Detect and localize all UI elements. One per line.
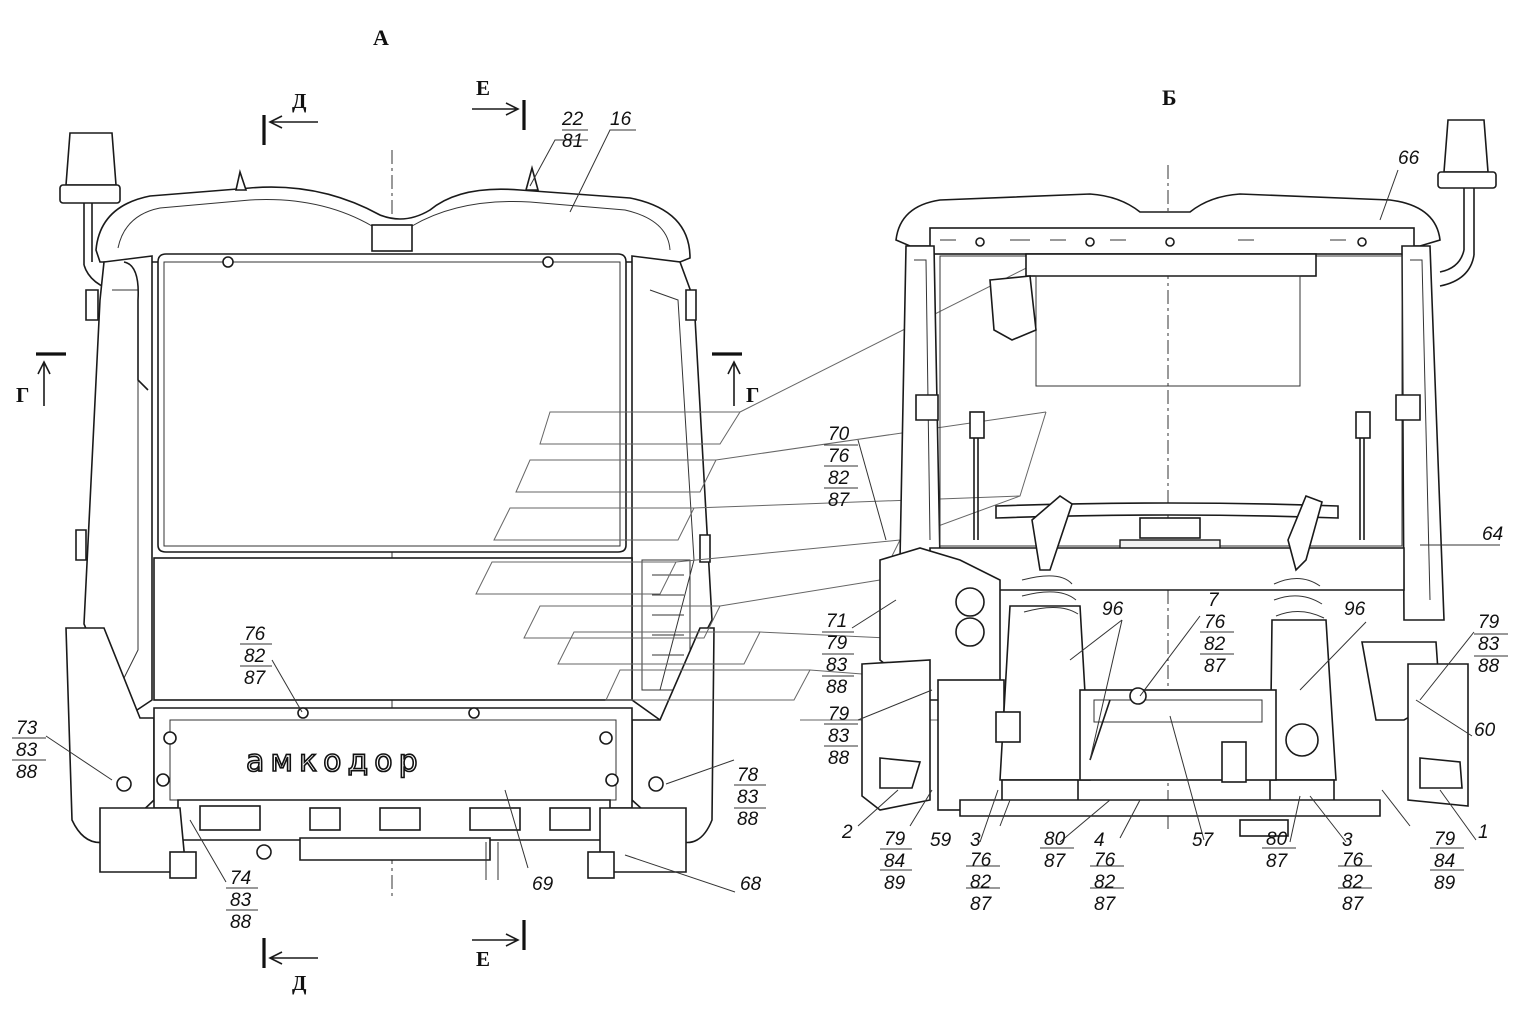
label-82-b3: 82 <box>970 872 992 893</box>
leaders-b <box>822 169 1508 889</box>
label-4: 4 <box>1094 830 1105 851</box>
beacon-light-left <box>59 132 121 293</box>
label-76-b5: 76 <box>1342 850 1364 871</box>
label-3-right: 3 <box>1342 830 1353 851</box>
label-83-a3: 83 <box>230 890 252 911</box>
label-80-left: 80 <box>1044 829 1066 850</box>
label-87-b4: 87 <box>1044 851 1067 872</box>
label-87-b3: 87 <box>970 894 993 915</box>
label-83-b1: 83 <box>826 655 848 676</box>
section-g-left: Г <box>16 383 29 407</box>
label-73: 73 <box>16 718 38 739</box>
label-88-b1: 88 <box>826 677 848 698</box>
section-d-top: Д <box>292 89 307 113</box>
labels-a: 22 81 16 76 82 87 73 83 88 78 83 88 74 8… <box>16 109 762 933</box>
label-81: 81 <box>562 131 583 152</box>
label-88-a3: 88 <box>230 912 252 933</box>
label-82-b4: 82 <box>1094 872 1116 893</box>
label-78: 78 <box>737 765 759 786</box>
labels-b: 66 70 76 82 87 64 71 79 83 88 79 83 88 9… <box>826 148 1503 915</box>
leaders-a <box>12 129 766 911</box>
windscreen-upper <box>157 253 627 553</box>
label-22: 22 <box>561 109 584 130</box>
section-e-bottom: Е <box>476 947 490 971</box>
label-88-b2: 88 <box>828 748 850 769</box>
right-joystick <box>1287 494 1323 572</box>
label-88-a2: 88 <box>737 809 759 830</box>
rear-panel-64 <box>929 547 1405 591</box>
label-89-b1: 89 <box>884 873 906 894</box>
view-b-cab-rear <box>861 119 1497 837</box>
label-82-b2: 82 <box>1204 634 1226 655</box>
label-79-b1: 79 <box>826 633 848 654</box>
view-a-title: А <box>373 25 389 50</box>
label-3-left: 3 <box>970 830 981 851</box>
label-74: 74 <box>230 868 251 889</box>
label-66: 66 <box>1398 148 1420 169</box>
label-87-b2: 87 <box>1204 656 1227 677</box>
label-69: 69 <box>532 874 554 895</box>
section-markers-a: Д Е Д Е Г Г <box>16 76 759 995</box>
label-76-b4: 76 <box>1094 850 1116 871</box>
label-83-a1: 83 <box>16 740 38 761</box>
label-88-b3: 88 <box>1478 656 1500 677</box>
label-76-a: 76 <box>244 624 266 645</box>
label-76-b1: 76 <box>828 446 850 467</box>
label-79-b3: 79 <box>1478 612 1500 633</box>
label-83-a2: 83 <box>737 787 759 808</box>
label-7: 7 <box>1208 590 1220 611</box>
label-1: 1 <box>1478 822 1489 843</box>
view-a-cab-front: амкодор <box>59 132 715 900</box>
beacon-light-right <box>1437 119 1497 287</box>
label-87-a: 87 <box>244 668 267 689</box>
label-89-b2: 89 <box>1434 873 1456 894</box>
label-96-right: 96 <box>1344 599 1366 620</box>
label-2: 2 <box>841 822 853 843</box>
label-68: 68 <box>740 874 762 895</box>
mirror-bracket <box>989 275 1037 341</box>
label-87-b1: 87 <box>828 490 851 511</box>
label-16: 16 <box>610 109 632 130</box>
windscreen-lower <box>153 557 633 701</box>
label-82-b5: 82 <box>1342 872 1364 893</box>
label-83-b2: 83 <box>828 726 850 747</box>
label-70: 70 <box>828 424 850 445</box>
label-79-b5: 79 <box>1434 829 1456 850</box>
label-82-a: 82 <box>244 646 266 667</box>
label-60: 60 <box>1474 720 1496 741</box>
label-59: 59 <box>930 830 952 851</box>
section-e-top: Е <box>476 76 490 100</box>
label-84-b2: 84 <box>1434 851 1455 872</box>
label-79-b4: 79 <box>884 829 906 850</box>
label-80-right: 80 <box>1266 829 1288 850</box>
label-82-b1: 82 <box>828 468 850 489</box>
right-rear-post <box>1401 245 1445 621</box>
label-87-b7: 87 <box>1342 894 1365 915</box>
left-armrest <box>999 605 1091 781</box>
label-83-b3: 83 <box>1478 634 1500 655</box>
left-joystick <box>1031 494 1073 571</box>
label-96-left: 96 <box>1102 599 1124 620</box>
brand-logo: амкодор <box>246 744 424 779</box>
label-79-b2: 79 <box>828 704 850 725</box>
view-b-title: Б <box>1162 85 1177 110</box>
section-d-bottom: Д <box>292 971 307 995</box>
label-76-b3: 76 <box>970 850 992 871</box>
label-57: 57 <box>1192 830 1215 851</box>
label-87-b5: 87 <box>1094 894 1117 915</box>
label-76-b2: 76 <box>1204 612 1226 633</box>
label-84-b1: 84 <box>884 851 905 872</box>
label-71: 71 <box>826 611 847 632</box>
label-64: 64 <box>1482 524 1503 545</box>
label-88-a1: 88 <box>16 762 38 783</box>
section-g-right: Г <box>746 383 759 407</box>
label-87-b6: 87 <box>1266 851 1289 872</box>
